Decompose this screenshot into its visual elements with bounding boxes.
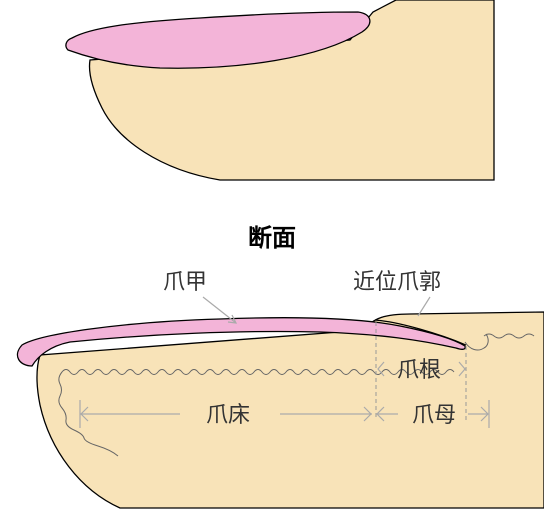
label-nail-plate: 爪甲 <box>163 270 207 295</box>
label-nail-bed: 爪床 <box>206 403 250 428</box>
cross-section-skin <box>37 312 544 508</box>
finger-cross-section <box>17 312 544 508</box>
section-title: 断面 <box>248 224 296 252</box>
label-nail-root: 爪根 <box>397 358 441 383</box>
finger-exterior-view <box>66 0 494 180</box>
label-proximal-nail-fold: 近位爪郭 <box>353 270 441 295</box>
label-nail-matrix: 爪母 <box>412 403 456 428</box>
